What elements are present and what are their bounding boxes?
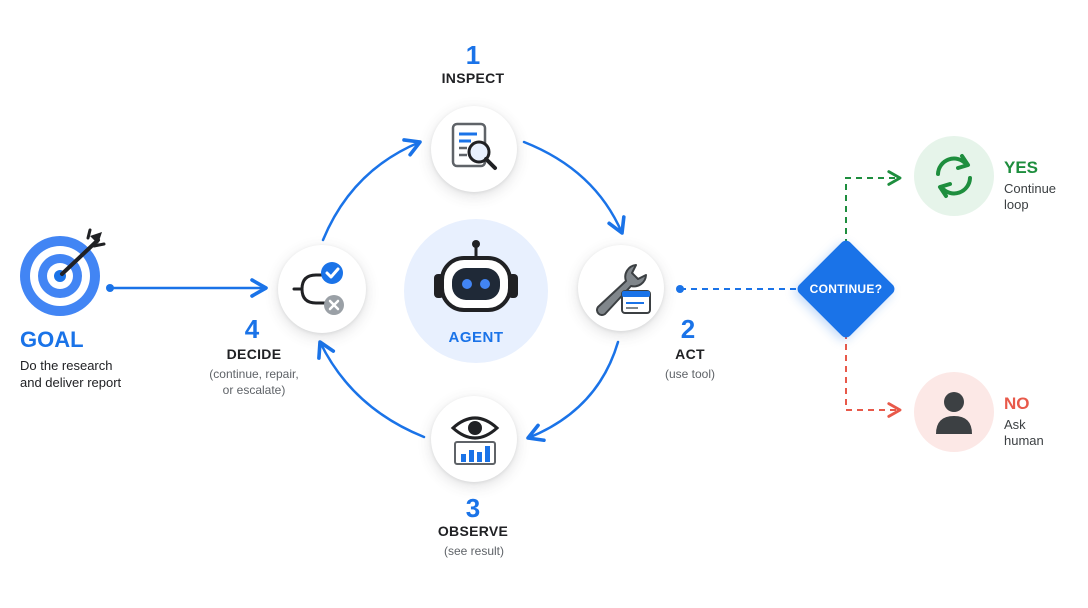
- no-description: Ask human: [1004, 417, 1044, 448]
- arrow-act-to-observe: [526, 340, 620, 443]
- target-icon: [20, 228, 106, 316]
- act-node: [578, 245, 664, 331]
- step-1-label: INSPECT: [441, 70, 505, 86]
- step-4-sub: (continue, repair, or escalate): [209, 367, 299, 397]
- goal-description: Do the research and deliver report: [20, 358, 122, 390]
- wrench-window-icon: [596, 264, 651, 316]
- step-3-label: OBSERVE: [437, 523, 509, 539]
- arrow-decision-yes: [845, 170, 902, 245]
- yes-node: [914, 136, 994, 216]
- arrow-decision-no: [845, 333, 902, 418]
- yes-description: Continue loop: [1004, 181, 1057, 212]
- arrow-observe-to-decide: [317, 340, 426, 439]
- arrow-inspect-to-act: [522, 140, 626, 235]
- step-1-number: 1: [465, 40, 481, 70]
- step-3-number: 3: [465, 493, 481, 523]
- yes-title: YES: [1004, 158, 1039, 177]
- agent-label: AGENT: [448, 329, 504, 346]
- observe-node: [431, 396, 517, 482]
- decision-label: CONTINUE?: [809, 282, 883, 296]
- step-4-label: DECIDE: [226, 346, 282, 362]
- refresh-icon: [936, 154, 972, 198]
- no-title: NO: [1004, 394, 1030, 413]
- eye-chart-icon: [450, 416, 500, 465]
- step-2-label: ACT: [675, 346, 705, 362]
- decide-node: [278, 245, 366, 333]
- step-2-number: 2: [680, 314, 696, 344]
- inspect-node: [431, 106, 517, 192]
- step-3-sub: (see result): [443, 544, 505, 558]
- arrow-decide-to-inspect: [321, 138, 422, 242]
- goal-title: GOAL: [20, 327, 84, 352]
- step-4-number: 4: [244, 314, 260, 344]
- step-2-sub: (use tool): [664, 367, 716, 381]
- branch-check-icon: [292, 262, 344, 315]
- document-search-icon: [451, 122, 497, 170]
- person-icon: [936, 392, 972, 434]
- no-node: [914, 372, 994, 452]
- robot-icon: [434, 240, 518, 312]
